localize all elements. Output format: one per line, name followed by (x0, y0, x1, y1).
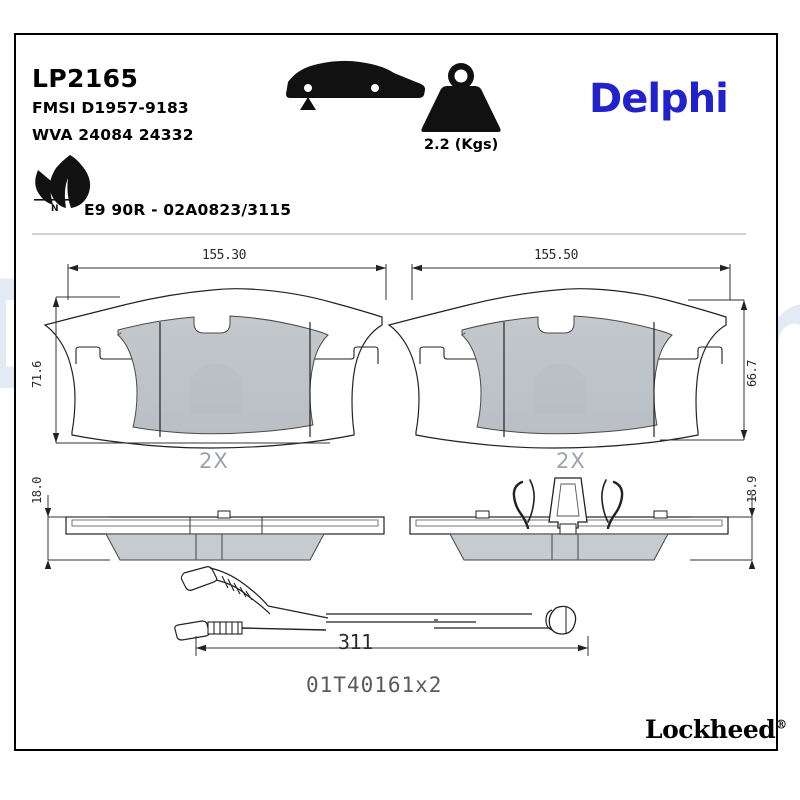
car-front-axle-icon (286, 60, 426, 110)
left-pad-width-dimension: 155.30 (202, 248, 246, 263)
fmsi-code: FMSI D1957-9183 (32, 99, 189, 117)
sub-brand-logo: Lockheed® (645, 715, 787, 744)
header-divider (32, 233, 746, 235)
svg-text:™: ™ (64, 169, 72, 178)
left-pad-quantity: 2X (199, 449, 229, 473)
wva-code: WVA 24084 24332 (32, 126, 194, 144)
dimension-arrowheads (44, 264, 756, 652)
right-pad-width-dimension: 155.50 (534, 248, 578, 263)
svg-text:N: N (51, 204, 59, 214)
sub-brand-text: Lockheed (645, 715, 776, 744)
right-pad-thickness-dimension: 18.9 (745, 476, 759, 503)
weight-kettlebell-icon (421, 63, 501, 132)
dimension-lines (47, 264, 753, 656)
sensor-length-dimension: 311 (338, 630, 373, 654)
left-pad-plan-view (43, 288, 383, 449)
right-pad-height-dimension: 66.7 (745, 360, 759, 387)
part-number: LP2165 (32, 64, 139, 93)
eco-leaf-icon: ™ N (34, 155, 91, 214)
left-pad-height-dimension: 71.6 (30, 361, 44, 388)
right-pad-quantity: 2X (556, 449, 586, 473)
brand-logo: Delphi (589, 76, 729, 122)
left-pad-thickness-dimension: 18.0 (30, 477, 44, 504)
eco-approval-code: E9 90R - 02A0823/3115 (84, 201, 292, 219)
wear-sensor-assembly (174, 566, 577, 641)
sensor-part-code: 01T40161x2 (306, 673, 443, 697)
weight-label: 2.2 (Kgs) (424, 137, 499, 153)
left-pad-side-view (65, 510, 385, 561)
right-pad-plan-view (387, 288, 727, 449)
registered-mark: ® (775, 717, 787, 732)
right-pad-side-view (409, 477, 729, 561)
